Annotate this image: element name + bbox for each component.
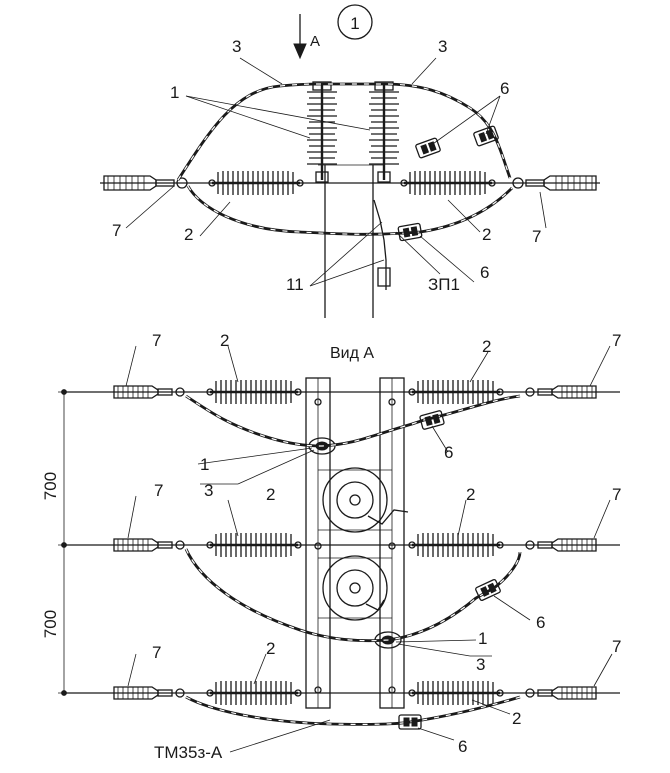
label-2-a1-left: 2 <box>220 331 229 350</box>
dimension-700-lower: 700 <box>41 610 60 638</box>
view-arrow: A <box>293 14 320 60</box>
label-1-top: 1 <box>170 83 179 102</box>
terminal-phase3-right <box>525 686 597 700</box>
terminal-left <box>103 175 188 191</box>
grounding-wire <box>373 199 387 290</box>
cable-drum-lower <box>318 555 392 621</box>
label-2-top-left: 2 <box>184 225 193 244</box>
label-2-a3-left: 2 <box>266 639 275 658</box>
terminal-right <box>512 175 597 191</box>
label-11: 11 <box>286 275 304 294</box>
label-7-a3-left: 7 <box>152 643 161 662</box>
detail-number: 1 <box>350 14 359 33</box>
jumper-phase1 <box>185 394 521 448</box>
label-7-a1-left: 7 <box>152 331 161 350</box>
label-3-a-lower: 3 <box>476 655 485 674</box>
grounding-clamp <box>377 267 391 287</box>
insulator-phase2-right <box>407 531 505 559</box>
dimension-700-upper: 700 <box>41 472 60 500</box>
insulator-phase3-right <box>407 679 505 707</box>
label-tm35z-a: ТМ35з-А <box>154 743 223 762</box>
label-3-right: 3 <box>438 37 447 56</box>
label-7-a2-right: 7 <box>612 485 621 504</box>
label-7-a1-right: 7 <box>612 331 621 350</box>
insulator-phase1-left <box>205 378 303 406</box>
conductor-loop-lower <box>186 185 513 236</box>
label-zp1: ЗП1 <box>428 275 460 294</box>
detail-number-circle <box>337 4 373 40</box>
insulator-phase2-left <box>205 531 303 559</box>
view-a-assembly: Вид А <box>41 331 621 762</box>
insulator-phase3-left <box>205 679 303 707</box>
label-7-a2-left: 7 <box>154 481 163 500</box>
label-6-a1: 6 <box>444 443 453 462</box>
insulator-right <box>399 169 497 197</box>
terminal-phase2-left <box>113 538 185 552</box>
label-2-top-right: 2 <box>482 225 491 244</box>
label-1-a-upper: 1 <box>200 455 209 474</box>
label-7-top-left: 7 <box>112 221 121 240</box>
label-1-a-lower: 1 <box>478 629 487 648</box>
label-3-left: 3 <box>232 37 241 56</box>
terminal-phase3-left <box>113 686 185 700</box>
drum-fitting-upper <box>367 509 409 525</box>
label-7-a3-right: 7 <box>612 637 621 656</box>
label-2-a2-left: 2 <box>266 485 275 504</box>
label-2-a1-right: 2 <box>482 337 491 356</box>
label-3-a-upper: 3 <box>204 481 213 500</box>
label-2-a2-right: 2 <box>466 485 475 504</box>
view-a-title: Вид А <box>330 345 374 362</box>
label-6-a2: 6 <box>536 613 545 632</box>
support-frame <box>305 377 405 709</box>
cable-drum-upper <box>318 467 392 533</box>
pole <box>318 164 384 318</box>
insulator-left <box>207 169 305 197</box>
drum-fitting-lower <box>365 599 385 611</box>
insulator-phase1-right <box>407 378 505 406</box>
conductor-loop-upper <box>176 82 512 181</box>
jumper-phase2 <box>184 548 522 643</box>
label-6-a3: 6 <box>458 737 467 756</box>
label-6-top: 6 <box>500 79 509 98</box>
label-2-a3-right: 2 <box>512 709 521 728</box>
terminal-phase1-left <box>113 385 185 399</box>
label-6-top-low: 6 <box>480 263 489 282</box>
dimension-lines <box>58 389 110 696</box>
pin-insulator-left <box>305 80 339 184</box>
terminal-phase1-right <box>525 385 597 399</box>
view-a-leaders <box>125 345 613 753</box>
label-7-top-right: 7 <box>532 227 541 246</box>
top-assembly: 1 A <box>100 4 600 318</box>
terminal-phase2-right <box>525 538 597 552</box>
jumper-phase3 <box>185 695 521 726</box>
view-arrow-label: A <box>310 33 320 50</box>
top-leaders <box>125 57 547 287</box>
